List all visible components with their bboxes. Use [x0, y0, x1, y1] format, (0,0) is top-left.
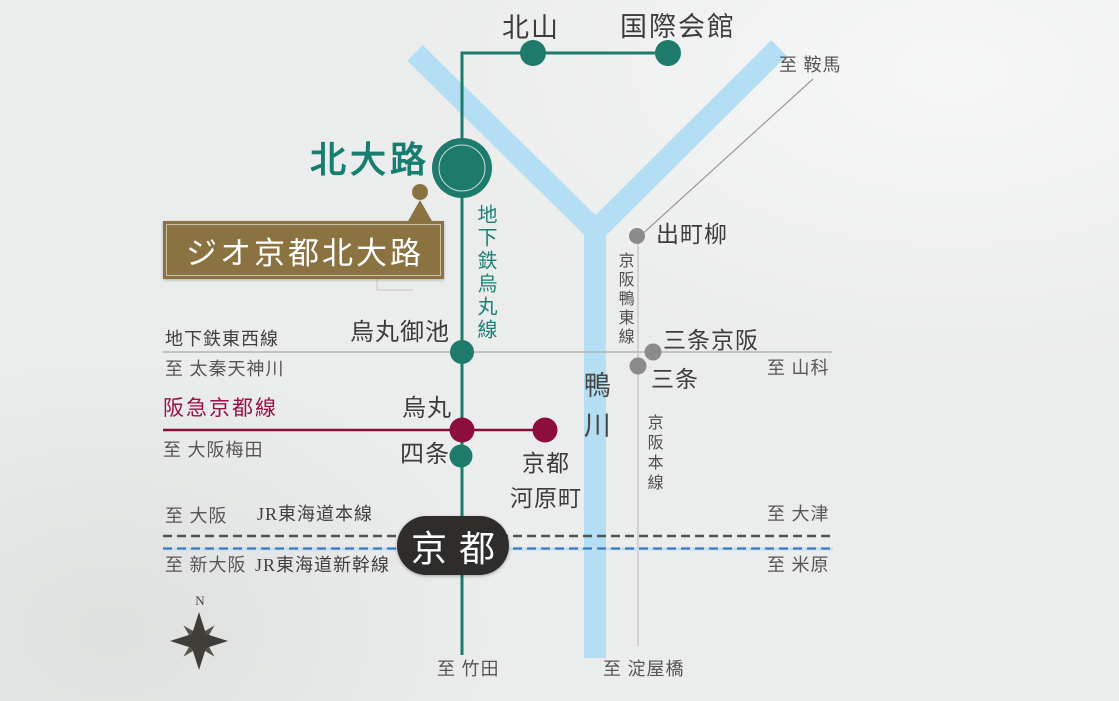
shijo-station-dot: [449, 444, 473, 468]
hankyu-kyoto-line-label: 阪急京都線: [163, 396, 278, 420]
dest-yamashina-label: 至 山科: [767, 358, 830, 378]
kyoto-kawaramachi-station-label: 京都 河原町: [510, 447, 582, 516]
kamo-river-right-branch: [589, 40, 787, 237]
dest-maibara-label: 至 米原: [767, 555, 830, 575]
sanjo-station-label: 三条: [651, 367, 699, 392]
shijo-station-label: 四条: [400, 442, 450, 468]
subway-tozai-line-label: 地下鉄東西線: [165, 329, 279, 349]
dest-takeda-label: 至 竹田: [437, 659, 500, 679]
dest-otsu-label: 至 大津: [767, 504, 830, 524]
keihan-main-line-label: 京阪本線: [644, 414, 662, 494]
demachiyanagi-station-label: 出町柳: [656, 222, 728, 247]
jr-tokaido-main-line-label: JR東海道本線: [257, 504, 374, 524]
property-pin-icon: [412, 184, 428, 200]
jr-tokaido-shinkansen-label: JR東海道新幹線: [255, 555, 391, 575]
property-pin-pointer: [407, 200, 433, 223]
dest-kurama-label: 至 鞍馬: [779, 55, 842, 75]
keihan-oto-line-label: 京阪鴨東線: [615, 252, 633, 347]
kitaoji-station-dot: [432, 138, 492, 198]
subway-karasuma-line-label: 地下鉄烏丸線: [474, 204, 496, 342]
kyoto-kawaramachi-line2: 河原町: [510, 485, 582, 511]
kyoto-kawaramachi-line1: 京都: [522, 451, 570, 476]
kamo-river-left-branch: [407, 45, 604, 239]
demachiyanagi-station-dot: [629, 228, 645, 244]
kitaoji-station-label: 北大路: [309, 140, 430, 180]
dest-shin-osaka-label: 至 新大阪: [165, 555, 247, 575]
kokusai-kaikan-station-label: 国際会館: [620, 12, 736, 42]
property-badge-label: ジオ京都北大路: [186, 235, 424, 271]
decorative-corner-bracket: [376, 277, 413, 291]
karasuma-oike-station-label: 烏丸御池: [350, 320, 450, 346]
karasuma-station-dot: [449, 417, 475, 443]
dest-uzumasa-tenjingawa-label: 至 太秦天神川: [165, 359, 285, 379]
compass-rose-icon: [170, 612, 228, 670]
kamo-river-label: 鴨川: [579, 371, 610, 451]
kokusai-kaikan-station-dot: [655, 40, 681, 66]
kyoto-station-label: 京都: [410, 528, 507, 569]
keihan-oto-diagonal-line: [638, 78, 814, 238]
property-badge-border: [166, 224, 441, 276]
dest-osaka-label: 至 大阪: [165, 506, 228, 526]
kyoto-kawaramachi-station-dot: [532, 417, 558, 443]
karasuma-station-label: 烏丸: [402, 396, 452, 422]
dest-yodoyabashi-label: 至 淀屋橋: [603, 659, 685, 679]
karasuma-oike-station-dot: [450, 340, 474, 364]
sanjo-keihan-station-dot: [644, 343, 662, 361]
kyoto-station-badge: 京都: [397, 516, 509, 575]
dest-osaka-umeda-label: 至 大阪梅田: [163, 440, 264, 460]
kitaoji-station-dot-ring: [438, 144, 486, 192]
kitayama-station-dot: [520, 40, 546, 66]
compass-north-label: N: [195, 593, 205, 608]
property-badge: ジオ京都北大路: [163, 221, 444, 279]
sanjo-keihan-station-label: 三条京阪: [663, 328, 759, 353]
sanjo-station-dot: [629, 357, 647, 375]
kitayama-station-label: 北山: [502, 13, 560, 43]
